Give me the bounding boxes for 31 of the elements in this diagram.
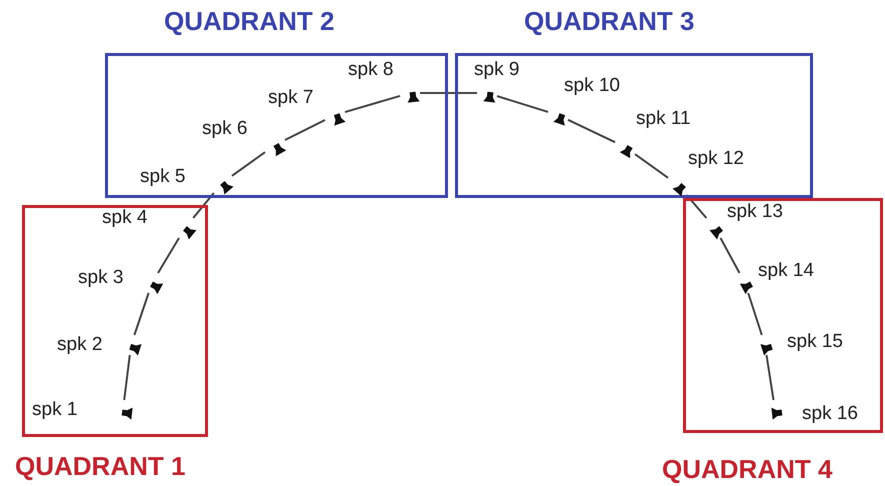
cable-line: [720, 238, 740, 274]
speaker-label: spk 1: [32, 399, 78, 421]
cable-line: [420, 92, 477, 94]
speaker-label: spk 15: [787, 331, 843, 353]
speaker-label: spk 10: [564, 75, 620, 97]
cable-line: [496, 95, 548, 113]
speaker-label: spk 7: [268, 87, 314, 109]
quadrant-heading: QUADRANT 1: [15, 451, 186, 481]
speaker-label: spk 9: [474, 59, 520, 81]
cable-line: [344, 94, 400, 114]
speaker-label: spk 5: [140, 166, 186, 188]
speaker-label: spk 2: [57, 334, 102, 356]
cable-line: [766, 354, 774, 400]
speaker-label: spk 3: [78, 267, 124, 289]
speaker-label: spk 4: [102, 207, 148, 229]
cable-line: [157, 237, 180, 274]
speaker-label: spk 16: [802, 403, 858, 425]
cable-line: [133, 292, 150, 336]
cable-line: [284, 119, 326, 141]
speaker-label: spk 11: [636, 108, 691, 130]
quadrant-heading: QUADRANT 2: [164, 6, 334, 36]
quadrant-heading: QUADRANT 4: [662, 454, 832, 484]
speaker-label: spk 12: [688, 148, 744, 170]
quadrant-heading: QUADRANT 3: [524, 6, 694, 36]
speaker-label: spk 6: [202, 118, 248, 140]
speaker-label: spk 13: [727, 201, 783, 223]
cable-line: [747, 292, 763, 336]
speaker-label: spk 14: [758, 260, 814, 282]
cable-line: [231, 151, 266, 177]
cable-line: [123, 354, 131, 400]
speaker-label: spk 8: [348, 59, 394, 81]
